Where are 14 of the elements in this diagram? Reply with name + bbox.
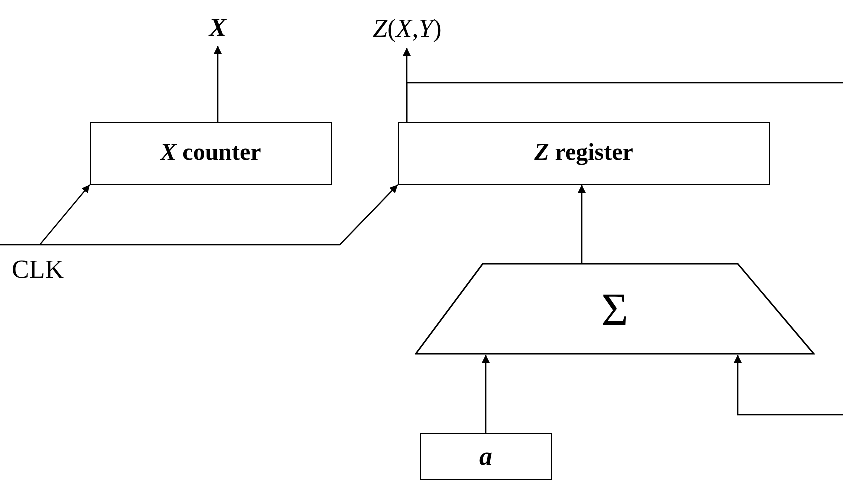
clock-label: CLK (0, 245, 90, 285)
connector-line (406, 82, 843, 122)
register-box: Z register (398, 122, 770, 185)
arrow (482, 355, 490, 433)
arrow (578, 185, 586, 263)
arrow (40, 184, 90, 246)
counter-box: X counter (90, 122, 332, 185)
arrow (0, 184, 398, 246)
arrow (734, 355, 843, 416)
arrow (214, 46, 222, 122)
input-box: a (420, 433, 552, 480)
adder-block: Σ (415, 263, 815, 355)
output-label: X (200, 10, 236, 46)
output-label: Z(X,Y) (330, 10, 485, 48)
